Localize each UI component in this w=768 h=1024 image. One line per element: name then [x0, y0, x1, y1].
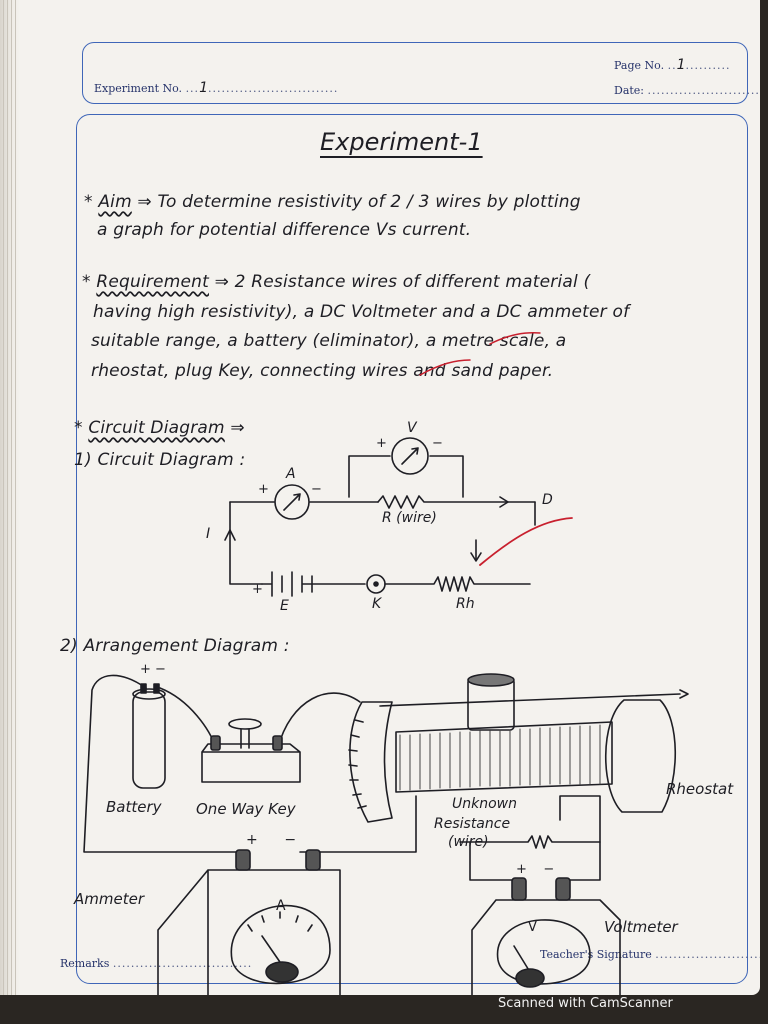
scanner-watermark: Scanned with CamScanner [498, 996, 673, 1011]
voltmeter-dial-letter: V [528, 920, 537, 935]
voltmeter-branch-wire [348, 455, 464, 498]
aim-line-1: * Aim ⇒ To determine resistivity of 2 / … [84, 192, 581, 212]
circuit-label-rheostat: Rh [456, 596, 475, 612]
rheostat-top-rod [379, 693, 681, 707]
diagram-drawings [83, 332, 689, 995]
ammeter-needle [283, 493, 301, 511]
date-label: Date: ............................ [614, 84, 760, 97]
rheostat-right-stand [604, 699, 677, 813]
voltmeter-lead-wires [469, 841, 601, 881]
outer-wire [83, 674, 247, 853]
ammeter-symbol [274, 484, 310, 520]
ammeter-plus-sign: + [258, 482, 269, 497]
ammeter-minus-sign: − [311, 482, 322, 497]
battery-plus-sign: + [252, 582, 263, 597]
red-strike-eliminator [489, 332, 541, 345]
arrangement-diagram [83, 673, 689, 995]
voltmeter-box [471, 899, 621, 995]
red-strike-wires [419, 359, 471, 376]
ammeter-dial-letter: A [276, 898, 286, 914]
notebook-page: Page No. ..1.......... Experiment No. ..… [0, 0, 760, 995]
arrangement-battery-terminals: + − [140, 662, 166, 677]
page-binding [0, 0, 20, 995]
page-no-value: 1 [676, 57, 686, 73]
arrangement-label-unknown-1: Unknown [452, 796, 517, 812]
arrangement-label-unknown-3: (wire) [448, 834, 489, 850]
requirement-line-1: * Requirement ⇒ 2 Resistance wires of di… [82, 272, 591, 292]
ammeter-terminal-signs: + − [246, 832, 297, 848]
requirement-line-3: suitable range, a battery (eliminator), … [91, 331, 567, 351]
circuit-label-resistor: R (wire) [382, 510, 437, 526]
requirement-label: Requirement [96, 272, 209, 292]
arrangement-label-unknown-2: Resistance [434, 816, 511, 832]
current-arrow-up [224, 529, 236, 541]
resistor-wire-symbol [377, 495, 536, 509]
rheostat-slider-arrow [470, 552, 482, 562]
voltmeter-needle-drawn [513, 945, 531, 973]
requirement-line-2: having high resistivity), a DC Voltmeter… [93, 302, 630, 322]
page-title: Experiment-1 [320, 128, 483, 156]
voltmeter-dial [496, 919, 591, 985]
left-wire [229, 501, 263, 585]
ammeter-needle-drawn [261, 935, 283, 966]
rheostat-symbol [384, 576, 531, 592]
key-to-rheostat-wire [277, 692, 361, 749]
voltmeter-terminal-signs: + − [516, 862, 555, 877]
battery-terminal-positive [140, 683, 147, 694]
content-frame [76, 114, 748, 984]
battery-cell [132, 691, 166, 789]
page-no-label: Page No. ..1.......... [614, 57, 731, 73]
arrangement-label-voltmeter: Voltmeter [604, 918, 678, 936]
unknown-resistance-wire [459, 795, 601, 849]
circuit-label-ammeter: A [286, 466, 296, 482]
circuit-label-battery: E [280, 598, 289, 614]
voltmeter-needle [401, 447, 419, 465]
circuit-label-point-d: D [542, 492, 553, 508]
voltmeter-minus-sign: − [432, 436, 443, 451]
arrangement-label-ammeter: Ammeter [74, 890, 144, 908]
rheostat-to-ammeter-wire [299, 795, 417, 853]
battery-terminal-negative [153, 683, 160, 694]
experiment-no-value: 1 [199, 80, 208, 96]
header-box [82, 42, 748, 104]
aim-label: Aim [98, 192, 132, 212]
rheostat-scale-ticks [348, 719, 367, 809]
teacher-signature-label: Teacher's Signature ....................… [540, 948, 760, 961]
key-plug-top [228, 718, 262, 730]
circuit-heading: * Circuit Diagram ⇒ [74, 418, 245, 438]
experiment-no-label: Experiment No. ...1.....................… [94, 80, 339, 96]
rheostat-coil [395, 721, 613, 793]
ammeter-box [157, 869, 341, 995]
red-correction-mark [479, 517, 573, 566]
battery-to-key-wire [159, 687, 217, 749]
circuit-label-current: I [206, 526, 211, 542]
ammeter-dial [230, 904, 331, 985]
voltmeter-plus-sign: + [376, 436, 387, 451]
circuit-label-key: K [372, 596, 382, 612]
aim-line-2: a graph for potential difference Vs curr… [97, 220, 472, 240]
arrangement-label-rheostat: Rheostat [666, 780, 734, 798]
voltmeter-symbol [391, 437, 429, 475]
arrangement-label-key: One Way Key [196, 800, 296, 818]
arrangement-label-battery: Battery [106, 798, 162, 816]
circuit-diagram [224, 437, 536, 597]
battery-symbol [261, 571, 366, 597]
circuit-label-voltmeter: V [407, 420, 417, 436]
circuit-subheading: 1) Circuit Diagram : [74, 450, 246, 470]
current-arrow-right [499, 496, 509, 508]
arrangement-subheading: 2) Arrangement Diagram : [60, 636, 290, 656]
remarks-label: Remarks ............................... [60, 957, 253, 970]
